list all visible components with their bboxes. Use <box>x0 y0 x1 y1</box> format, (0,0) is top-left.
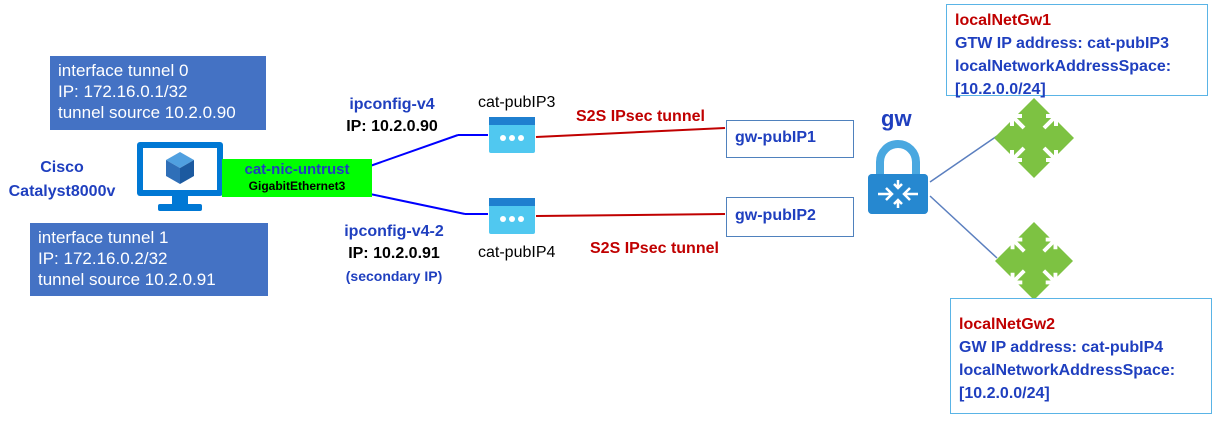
link-gw-to-lng2 <box>929 195 998 259</box>
tunnel-label-1: S2S IPsec tunnel <box>576 108 705 125</box>
nic-name: cat-nic-untrust <box>244 161 350 178</box>
pubip3-label: cat-pubIP3 <box>478 94 556 111</box>
local-net-gw1-line: [10.2.0.0/24] <box>955 81 1046 98</box>
tunnel0-line: tunnel source 10.2.0.90 <box>58 103 236 122</box>
virtual-machine-icon <box>137 142 223 211</box>
link-nic-to-pubip3 <box>369 134 459 167</box>
link-nic-to-pubip4 <box>369 193 466 215</box>
local-net-gw2-box: localNetGw2 GW IP address: cat-pubIP4 lo… <box>950 298 1212 414</box>
ipconfig2-name: ipconfig-v4-2 <box>344 223 444 240</box>
tunnel1-line: interface tunnel 1 <box>38 228 169 247</box>
local-net-gw2-line: [10.2.0.0/24] <box>959 385 1050 402</box>
tunnel1-line: tunnel source 10.2.0.91 <box>38 270 216 289</box>
ipconfig1-label: ipconfig-v4 IP: 10.2.0.90 <box>330 94 454 138</box>
router-name-line1: Cisco <box>40 159 84 176</box>
tunnel0-line: IP: 172.16.0.1/32 <box>58 82 188 101</box>
router-icon <box>994 98 1074 178</box>
gateway-label: gw <box>881 106 912 131</box>
gw-pubip2-label: gw-pubIP2 <box>735 207 816 224</box>
gw-pubip1-box: gw-pubIP1 <box>726 120 854 158</box>
pubip4-label: cat-pubIP4 <box>478 244 556 261</box>
public-ip-icon <box>489 117 535 153</box>
nic-interface: GigabitEthernet3 <box>248 179 346 193</box>
tunnel-line-2 <box>535 213 726 217</box>
ipconfig1-name: ipconfig-v4 <box>349 96 435 113</box>
tunnel1-line: IP: 172.16.0.2/32 <box>38 249 168 268</box>
local-net-gw2-line: localNetworkAddressSpace: <box>959 362 1176 379</box>
router-name: Cisco Catalyst8000v <box>0 156 124 204</box>
router-icon <box>995 222 1073 300</box>
local-net-gw2-title: localNetGw2 <box>959 316 1056 333</box>
link-gw-to-lng1 <box>929 135 998 183</box>
gw-pubip1-label: gw-pubIP1 <box>735 129 816 146</box>
tunnel1-box: interface tunnel 1 IP: 172.16.0.2/32 tun… <box>30 223 268 296</box>
gw-pubip2-box: gw-pubIP2 <box>726 197 854 237</box>
router-name-line2: Catalyst8000v <box>8 183 116 200</box>
nic-label: cat-nic-untrust GigabitEthernet3 <box>222 159 372 197</box>
ipconfig1-ip: IP: 10.2.0.90 <box>346 118 438 135</box>
local-net-gw1-box: localNetGw1 GTW IP address: cat-pubIP3 l… <box>946 4 1208 98</box>
tunnel0-box: interface tunnel 0 IP: 172.16.0.1/32 tun… <box>50 56 266 130</box>
local-net-gw1-line: localNetworkAddressSpace: <box>955 58 1172 75</box>
public-ip-icon <box>489 198 535 234</box>
tunnel-label-2: S2S IPsec tunnel <box>590 240 719 257</box>
ipconfig2-note: (secondary IP) <box>345 268 443 284</box>
tunnel-line-1 <box>535 127 726 138</box>
tunnel0-line: interface tunnel 0 <box>58 61 189 80</box>
local-net-gw2-line: GW IP address: cat-pubIP4 <box>959 339 1164 356</box>
vpn-gateway-icon <box>868 140 928 214</box>
ipconfig2-label: ipconfig-v4-2 IP: 10.2.0.91 (secondary I… <box>330 221 458 287</box>
local-net-gw1-title: localNetGw1 <box>955 12 1052 29</box>
ipconfig2-ip: IP: 10.2.0.91 <box>348 245 440 262</box>
local-net-gw1-line: GTW IP address: cat-pubIP3 <box>955 35 1169 52</box>
